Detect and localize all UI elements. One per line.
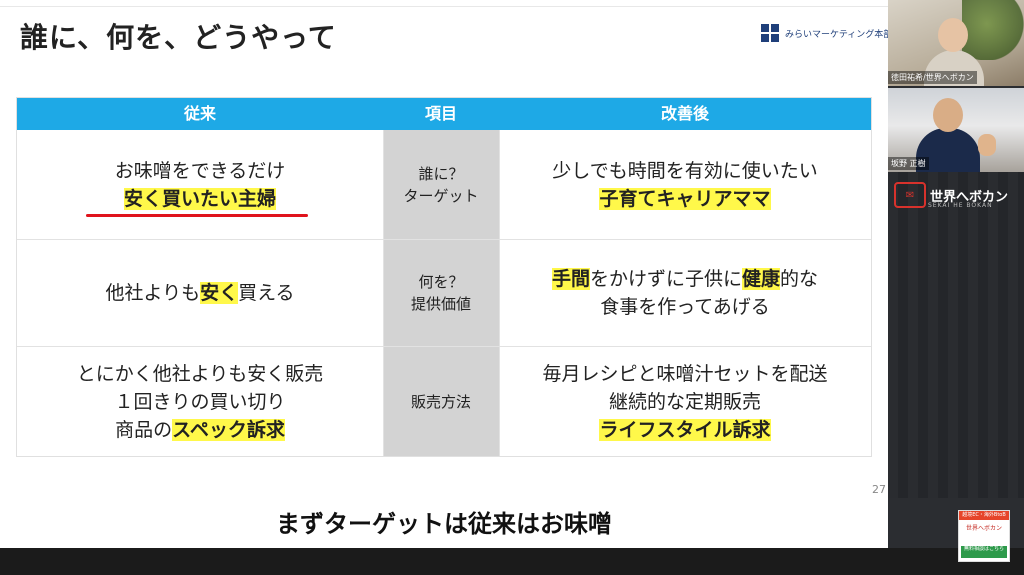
presentation-slide: 誰に、何を、どうやって みらいマーケティング本部 従来 項目 改善後 お味噌をで… [0,0,888,498]
divider [383,130,384,456]
cell-text: 誰に？ [418,164,464,183]
table-row-1-after: 少しでも時間を有効に使いたい 子育てキャリアママ [499,130,871,239]
plant-background [962,0,1024,60]
divider [499,130,500,456]
cell-text: 的な [780,268,819,290]
header-before: 従来 [183,104,216,123]
table-row-2-item: 何を？ 提供価値 [383,240,499,346]
table-row-3-after: 毎月レシピと味噌汁セットを配送 継続的な定期販売 ライフスタイル訴求 [499,347,871,456]
participant-name-label: 坂野 正樹 [888,157,929,170]
cell-text: 販売方法 [410,392,471,411]
table-row-1-item: 誰に？ ターゲット [383,130,499,239]
speech-bubble-icon: ✉ [894,182,926,208]
promo-top-text: 越境EC・海外BtoB [959,511,1009,520]
caption-background [0,498,888,548]
page-number: 27 [872,483,886,496]
brand-logo: ✉ 世界へボカン [894,182,1008,208]
company-logo-icon [761,24,779,42]
table-row-2-before: 他社よりも安く買える [17,240,383,346]
cell-text: 継続的な定期販売 [608,390,761,413]
brand-panel: ✉ 世界へボカン SEKAI HE BOKAN [888,172,1024,498]
company-name: みらいマーケティング本部 [785,29,888,40]
cell-text: 買える [238,282,295,304]
participant-face [938,18,968,52]
slide-top-strip [0,0,888,7]
brand-subtitle: SEKAI HE BOKAN [928,202,993,209]
header-item: 項目 [424,104,457,123]
comparison-table: 従来 項目 改善後 お味噌をできるだけ 安く買いたい主婦 誰に？ ターゲット 少… [16,97,872,457]
row-divider [17,346,871,347]
table-row-3-item: 販売方法 [383,347,499,456]
highlighted-text: 手間 [551,268,590,290]
cell-text: とにかく他社よりも安く販売 [76,362,324,385]
red-underline [86,214,308,217]
promo-brand-text: 世界へボカン [965,525,1002,532]
participant-body [916,128,980,172]
table-header: 従来 項目 改善後 [17,98,871,130]
participant-name-label: 徳田祐希/世界へボカン [888,71,977,84]
highlighted-text: 健康 [742,268,781,290]
highlighted-text: 子育てキャリアママ [599,187,771,210]
company-logo: みらいマーケティング本部 [761,24,888,42]
cell-text: 提供価値 [410,295,471,313]
cell-text: お味噌をできるだけ [114,159,286,182]
highlighted-text: 安く買いたい主婦 [123,187,276,210]
highlighted-text: スペック訴求 [172,418,285,441]
participant-video-1[interactable]: 徳田祐希/世界へボカン [888,0,1024,86]
cell-text: ターゲット [403,186,479,205]
waving-hand [978,134,996,156]
table-row-3-before: とにかく他社よりも安く販売 １回きりの買い切り 商品のスペック訴求 [17,347,383,456]
slide-title: 誰に、何を、どうやって [20,21,337,54]
header-after: 改善後 [660,104,709,123]
cell-text: １回きりの買い切り [114,390,286,413]
bottom-band [0,548,1024,575]
cell-text: 毎月レシピと味噌汁セットを配送 [542,362,828,385]
participant-video-2[interactable]: 坂野 正樹 [888,88,1024,172]
caption-subtitle: まずターゲットは従来はお味噌 [276,510,612,538]
cell-text: 他社よりも [105,282,201,304]
participant-face [933,98,963,132]
highlighted-text: 安く [200,282,239,304]
highlighted-text: ライフスタイル訴求 [599,418,771,441]
cell-text: 食事を作ってあげる [600,296,770,318]
table-row-2-after: 手間をかけずに子供に健康的な 食事を作ってあげる [499,240,871,346]
cell-text: 何を？ [418,273,464,291]
promo-banner[interactable]: 越境EC・海外BtoB 世界へボカン 無料相談はこちら [958,510,1010,562]
promo-cta[interactable]: 無料相談はこちら [961,546,1007,558]
table-row-1-before: お味噌をできるだけ 安く買いたい主婦 [17,130,383,239]
row-divider [17,239,871,240]
cell-text: 少しでも時間を有効に使いたい [552,159,818,182]
brand-name: 世界へボカン [930,189,1009,205]
cell-text: をかけずに子供に [589,268,742,290]
video-sidebar: 徳田祐希/世界へボカン 坂野 正樹 ✉ 世界へボカン SEKAI HE BOKA… [888,0,1024,548]
item-column-background [383,130,499,456]
cell-text: 商品の [115,418,173,441]
